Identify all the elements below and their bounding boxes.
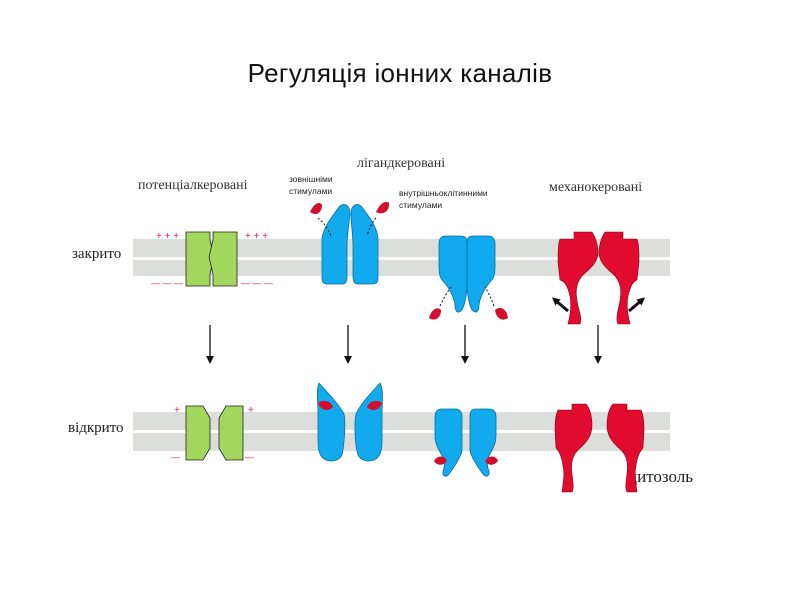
ligand-molecules-external-bound: [318, 400, 382, 411]
label-external-line1: зовнішніми: [289, 174, 333, 184]
charge-plus-right-closed: + + +: [245, 231, 268, 242]
charge-minus-left-closed: — — —: [151, 278, 183, 288]
label-voltage-gated: потенціалкеровані: [138, 178, 248, 193]
transition-arrows: [206, 325, 602, 364]
ligand-external-channel-closed: [321, 204, 379, 285]
label-open: відкрито: [68, 420, 124, 436]
label-external-stimuli: зовнішніми стимулами: [289, 174, 333, 198]
charge-plus-right-open: +: [248, 405, 254, 416]
label-internal-line2: стимулами: [399, 199, 443, 210]
membrane-closed: [133, 239, 670, 276]
charge-plus-left-closed: + + +: [156, 231, 179, 242]
label-cytosol: цитозоль: [628, 467, 694, 486]
ligand-molecules-external: [310, 201, 390, 237]
ligand-molecules-internal-bound: [434, 456, 498, 465]
label-external-line2: стимулами: [289, 185, 333, 196]
voltage-channel-closed: [185, 231, 238, 287]
ligand-molecules-internal: [429, 286, 508, 320]
diagram-title: Регуляція іонних каналів: [247, 58, 553, 88]
mechano-channel-closed: [557, 231, 640, 325]
label-closed: закрито: [72, 246, 122, 262]
label-ligand-gated: лігандкеровані: [357, 156, 446, 171]
membrane-open: [133, 412, 670, 451]
voltage-channel-open: [185, 405, 244, 461]
ligand-internal-channel-open: [434, 408, 497, 477]
charge-minus-right-open: —: [245, 452, 254, 462]
charge-minus-right-closed: — — —: [241, 278, 273, 288]
charge-minus-left-open: —: [171, 452, 180, 462]
label-internal-stimuli: внутрішньоклітинними стимулами: [399, 188, 488, 212]
label-mechano-gated: механокеровані: [549, 180, 643, 195]
charge-plus-left-open: +: [174, 405, 180, 416]
mechano-force-arrow-left: [551, 297, 569, 313]
label-internal-line1: внутрішньоклітинними: [399, 188, 488, 198]
mechano-force-arrow-right: [628, 297, 646, 313]
mechano-channel-open: [554, 403, 645, 493]
ligand-internal-channel-closed: [438, 235, 496, 313]
